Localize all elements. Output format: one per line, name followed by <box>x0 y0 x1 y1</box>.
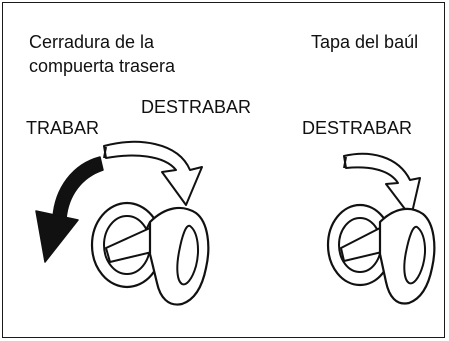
lock-label: TRABAR <box>26 118 100 138</box>
unlock-label-left: DESTRABAR <box>141 97 252 117</box>
trunk-lid-title: Tapa del baúl <box>311 32 419 52</box>
tailgate-lock-title-line2: compuerta trasera <box>29 56 176 76</box>
unlock-direction-arrow-right <box>343 152 421 218</box>
unlock-label-right: DESTRABAR <box>302 118 413 138</box>
tailgate-lock-title-line1: Cerradura de la <box>29 32 155 52</box>
key-right <box>378 207 436 305</box>
key-left <box>145 206 210 306</box>
lock-cylinder-left <box>90 201 164 289</box>
unlock-direction-arrow-left <box>103 140 203 206</box>
lock-direction-arrow <box>35 156 104 263</box>
